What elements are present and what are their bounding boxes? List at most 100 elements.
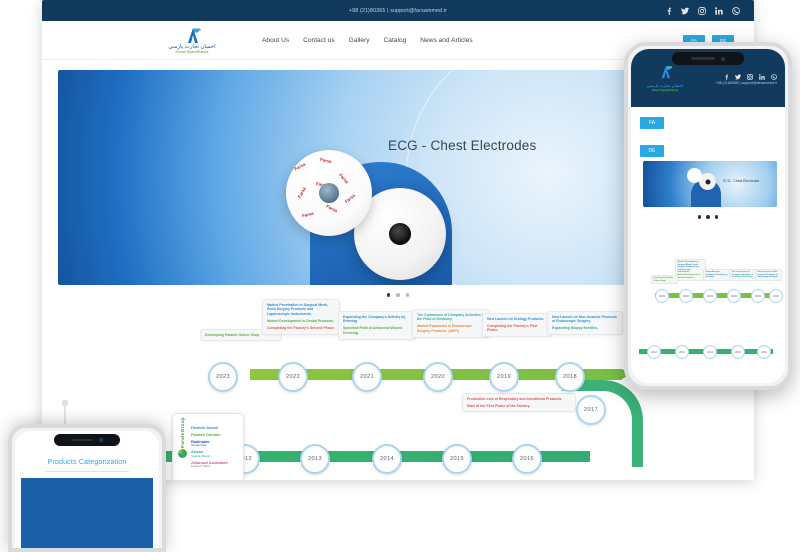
nav-item-about-us[interactable]: About Us (262, 36, 290, 44)
mobile-timeline-card-4[interactable]: New Launch on Non-Invasive Products of E… (755, 269, 782, 281)
timeline-node-2022[interactable]: 2022 (278, 361, 308, 392)
facebook-icon[interactable] (666, 7, 672, 15)
mobile-screen-right: احسان تجارت پارسی EhsanTejaratParsia +98… (631, 49, 785, 383)
timeline-node-2016[interactable]: 2016 (512, 443, 542, 474)
brand-item-4: Arisan Tejarat Okarin (191, 449, 211, 458)
carousel-dot-3[interactable] (405, 293, 410, 297)
timeline-card-2022[interactable]: Market Penetration in Surgical Mesh, End… (262, 298, 340, 336)
instagram-icon[interactable] (747, 67, 753, 85)
mobile-logo-english-text: EhsanTejaratParsia (651, 87, 678, 92)
mobile-carousel-dot-1[interactable] (697, 215, 702, 219)
product-category-grid[interactable] (21, 478, 153, 548)
brand-item-3: Radinatav Simak Parv (191, 438, 210, 448)
mobile-timeline-card-5[interactable]: Developing Farateb Online Shop (651, 275, 678, 285)
linkedin-icon[interactable] (715, 6, 723, 15)
language-switcher: FA DE (683, 34, 734, 46)
contact-info-text: +98 (21)80365 | support@farsammed.ir (348, 7, 448, 14)
mobile-timeline-node-2022[interactable]: 2022 (679, 289, 693, 303)
mobile-carousel-dots[interactable] (631, 215, 785, 219)
twitter-icon[interactable] (735, 67, 741, 85)
instagram-icon[interactable] (698, 6, 706, 15)
phone-notch (54, 434, 120, 446)
timeline-node-2015[interactable]: 2015 (442, 443, 472, 474)
mobile-carousel-dot-3[interactable] (714, 215, 719, 219)
timeline-node-2019[interactable]: 2019 (489, 361, 519, 392)
timeline-card-2021[interactable]: Expanding the Company's Activity by Ente… (338, 310, 416, 340)
mobile-timeline-card-1[interactable]: Market Penetration in Surgical Mesh, End… (675, 259, 706, 282)
brand-item-5: Zafarsazi Azarbaran Farateb Tajhiz (191, 460, 228, 469)
divider (45, 471, 129, 472)
whatsapp-icon[interactable] (771, 67, 777, 85)
mobile-site-logo[interactable]: احسان تجارت پارسی EhsanTejaratParsia (643, 65, 687, 92)
mobile-mockup-left: Products Categorization (8, 424, 166, 552)
mobile-lang-button-fa[interactable]: FA (640, 117, 664, 129)
mobile-timeline-card-2[interactable]: Expanding the Company's Activity by Ente… (703, 269, 732, 281)
timeline-node-2014[interactable]: 2014 (372, 443, 402, 474)
mobile-timeline-node-2014[interactable]: 2014 (703, 345, 717, 359)
farateb-brand-list: Farateb Jarrah Farateb Darman Radinatav … (189, 417, 240, 479)
site-logo[interactable]: احسان تجارت پارسی EhsanTejaratParsia (164, 24, 220, 57)
top-utility-bar: +98 (21)80365 | support@farsammed.ir (42, 0, 754, 21)
brand-item-1: Farateb Jarrah (191, 424, 219, 430)
mobile-hero-slide[interactable]: ECG - Chest Electrodes (643, 161, 777, 207)
mobile-carousel-dot-2[interactable] (706, 215, 710, 219)
social-links[interactable] (666, 6, 740, 15)
timeline-node-2018[interactable]: 2018 (555, 361, 585, 392)
nav-item-gallery[interactable]: Gallery (348, 36, 370, 44)
company-history-timeline: Developing Farateb Online Shop Market Pe… (42, 298, 754, 480)
products-categorization-title: Products Categorization (47, 457, 127, 466)
timeline-curve-connector (562, 379, 643, 467)
mobile-lang-button-de[interactable]: DE (640, 145, 664, 157)
timeline-node-2020[interactable]: 2020 (423, 361, 453, 392)
mobile-timeline-node-2016[interactable]: 2016 (757, 345, 771, 359)
farateb-group-brand-card[interactable]: FarateGroup Farateb Jarrah Farateb Darma… (172, 412, 244, 480)
mobile-timeline-node-2021[interactable]: 2021 (703, 289, 717, 303)
timeline-node-2013[interactable]: 2013 (300, 443, 330, 474)
lang-button-de[interactable]: DE (712, 34, 734, 46)
mobile-social-links[interactable] (724, 67, 777, 85)
timeline-node-2017[interactable]: 2017 (576, 394, 606, 425)
timeline-card-2019[interactable]: New Launch on Urology Products. Completi… (482, 312, 552, 338)
mobile-timeline-node-2020[interactable]: 2020 (727, 289, 741, 303)
nav-item-contact-us[interactable]: Contact us (303, 36, 335, 44)
logo-farsi-text: احسان تجارت پارسی (168, 43, 216, 50)
front-camera-icon (99, 438, 103, 442)
farateb-group-vertical-label: FarateGroup (180, 416, 185, 448)
mobile-timeline-card-3[interactable]: The Commence of Company Activities in th… (729, 269, 758, 281)
facebook-icon[interactable] (724, 67, 729, 85)
lang-button-fa[interactable]: FA (683, 34, 705, 46)
nav-links: About Us Contact us Gallery Catalog News… (262, 37, 473, 44)
carousel-pagination-dots[interactable] (58, 293, 738, 297)
mobile-timeline-node-2018[interactable]: 2018 (769, 289, 783, 303)
nav-item-catalog[interactable]: Catalog (383, 36, 407, 44)
timeline-card-2020[interactable]: The Commence of Company Activities in th… (412, 308, 490, 338)
mobile-timeline-node-2013[interactable]: 2013 (675, 345, 689, 359)
mobile-timeline-node-2019[interactable]: 2019 (751, 289, 765, 303)
phone-cable (62, 400, 68, 428)
nav-item-news-and-articles[interactable]: News and Articles (420, 36, 473, 44)
timeline-node-2021[interactable]: 2021 (352, 361, 382, 392)
hero-title: ECG - Chest Electrodes (388, 138, 537, 153)
mobile-timeline-node-2023[interactable]: 2023 (655, 289, 669, 303)
mobile-electrode-large (699, 173, 716, 190)
twitter-icon[interactable] (681, 7, 689, 15)
mobile-timeline-node-2012[interactable]: 2012 (647, 345, 661, 359)
carousel-dot-2[interactable] (396, 293, 400, 297)
logo-mark-icon (179, 27, 205, 44)
linkedin-icon[interactable] (759, 67, 765, 85)
timeline-card-2018[interactable]: New Launch on Non-Invasive Products of E… (547, 310, 623, 336)
page-root: +98 (21)80365 | support@farsammed.ir (0, 0, 800, 480)
mobile-language-switcher: FA DE (640, 117, 664, 157)
mobile-contact-info-text: +98 (21)80365 | support@farsammed.ir (715, 81, 777, 85)
phone-notch (672, 52, 744, 65)
timeline-node-2023[interactable]: 2023 (208, 361, 238, 392)
farateb-group-logo-column: FarateGroup (176, 417, 189, 479)
speaker-grille-icon (71, 438, 94, 442)
timeline-card-2017[interactable]: Production Line of Respiratory and Anest… (462, 392, 576, 413)
mobile-screen-left: Products Categorization (15, 431, 159, 548)
farateb-group-logo-icon (178, 449, 187, 459)
carousel-dot-1[interactable] (386, 293, 391, 297)
whatsapp-icon[interactable] (732, 6, 740, 15)
mobile-timeline-node-2015[interactable]: 2015 (731, 345, 745, 359)
logo-english-text: EhsanTejaratParsia (175, 49, 209, 54)
